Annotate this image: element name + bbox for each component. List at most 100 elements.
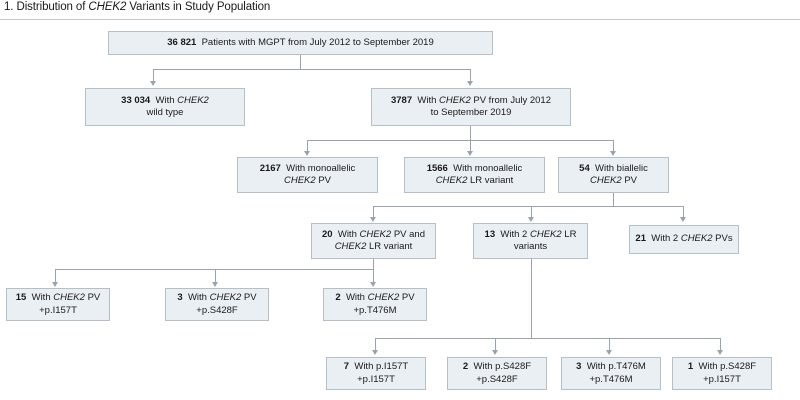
arrow-to-s428f-i157t	[717, 350, 723, 355]
node-s428f-plus-i157t-count: 1	[687, 361, 694, 372]
node-biallelic-pv-label: With biallelic	[595, 162, 648, 174]
node-two-pvs-label-pre: With 2	[651, 233, 681, 245]
node-s428f-plus-i157t-label: With p.S428F	[698, 361, 757, 372]
connector-l3-stem	[613, 193, 614, 206]
node-t476m-plus-t476m-label: With p.T476M	[586, 361, 646, 372]
node-pv-plus-t476m-label-pre: With	[345, 292, 368, 303]
connector-l4b-stem	[531, 259, 532, 338]
node-t476m-plus-t476m: 3 With p.T476M +p.T476M	[561, 357, 661, 390]
connector-l1-bus	[153, 69, 470, 70]
node-pv-plus-i157t-label-pre: With	[31, 292, 54, 303]
node-pv-plus-s428f-label-line2: +p.S428F	[196, 304, 238, 316]
node-monoallelic-lr-label-post: LR variant	[467, 175, 514, 186]
node-wildtype: 33 034 With CHEK2 wild type	[85, 88, 245, 126]
node-t476m-plus-t476m-count: 3	[576, 361, 582, 372]
connector-l4a-drop-mid	[215, 269, 216, 282]
connector-l3-drop-mid	[531, 206, 532, 217]
node-monoallelic-lr-gene: CHEK2	[435, 175, 468, 186]
arrow-to-biallelic	[610, 151, 616, 156]
node-pv-plus-i157t: 15 With CHEK2 PV +p.I157T	[6, 288, 110, 321]
connector-l2-drop-mid	[470, 140, 471, 151]
node-pv-plus-s428f-label-post: PV	[241, 292, 257, 303]
node-pv-cohort: 3787 With CHEK2 PV from July 2012 to Sep…	[371, 88, 571, 126]
node-monoallelic-pv-label: With monoallelic	[286, 162, 356, 174]
node-pv-plus-i157t-label-post: PV	[84, 292, 101, 303]
connector-l4a-stem	[373, 259, 374, 269]
node-pv-plus-i157t-count: 15	[15, 292, 27, 303]
node-two-lr-variants-label-pre: With 2	[500, 228, 530, 240]
node-s428f-plus-s428f-count: 2	[462, 361, 469, 372]
node-biallelic-pv-gene: CHEK2	[590, 175, 622, 186]
node-monoallelic-lr-label: With monoallelic	[453, 162, 523, 174]
node-s428f-plus-i157t-label-line2: +p.I157T	[703, 373, 741, 385]
node-pv-plus-t476m-gene: CHEK2	[367, 292, 400, 303]
arrow-to-pv-i157t	[52, 282, 58, 287]
node-pv-cohort-label-line2: to September 2019	[430, 107, 512, 118]
arrow-to-s428f-s428f	[492, 350, 498, 355]
node-pv-cohort-gene: CHEK2	[439, 94, 471, 106]
node-two-pvs-gene: CHEK2	[680, 233, 713, 245]
node-t476m-plus-t476m-label-line2: +p.T476M	[589, 373, 633, 385]
node-pv-and-lr-gene2: CHEK2	[334, 241, 367, 252]
arrow-to-two-lr	[528, 217, 534, 222]
arrow-to-mono-pv	[304, 151, 310, 156]
node-two-pvs: 21 With 2 CHEK2 PVs	[629, 225, 739, 254]
connector-l4b-drop-2	[495, 338, 496, 350]
arrow-to-wildtype	[150, 81, 156, 86]
node-monoallelic-lr: 1566 With monoallelic CHEK2 LR variant	[404, 157, 545, 193]
node-two-lr-variants-count: 13	[484, 228, 496, 240]
node-two-lr-variants-gene: CHEK2	[529, 228, 562, 240]
node-biallelic-pv-count: 54	[579, 162, 590, 174]
node-total-patients-count: 36 821	[167, 36, 197, 48]
connector-l3-drop-left	[373, 206, 374, 217]
node-i157t-plus-i157t-label-line2: +p.I157T	[357, 373, 395, 385]
arrow-to-mono-lr	[467, 151, 473, 156]
node-pv-cohort-label-post: PV from July 2012	[470, 94, 551, 106]
connector-l4b-drop-3	[609, 338, 610, 350]
connector-l2-drop-right	[613, 140, 614, 151]
node-two-pvs-label-post: PVs	[712, 233, 733, 245]
node-two-pvs-count: 21	[635, 233, 646, 245]
node-monoallelic-pv-gene: CHEK2	[284, 175, 316, 186]
node-pv-and-lr-label-pre: With	[337, 228, 360, 240]
connector-l4b-bus	[375, 338, 720, 339]
node-wildtype-label-line2: wild type	[146, 107, 184, 118]
node-pv-plus-s428f: 3 With CHEK2 PV +p.S428F	[165, 288, 269, 321]
arrow-to-t476m-t476m	[606, 350, 612, 355]
figure-title-prefix: 1. Distribution of	[4, 1, 89, 13]
figure-title-suffix: Variants in Study Population	[126, 1, 271, 13]
node-s428f-plus-s428f-label-line2: +p.S428F	[476, 373, 518, 385]
node-pv-plus-s428f-label-pre: With	[187, 292, 210, 303]
header-divider	[0, 19, 800, 20]
node-monoallelic-pv-label-post: PV	[315, 175, 331, 186]
node-s428f-plus-s428f: 2 With p.S428F +p.S428F	[447, 357, 547, 390]
arrow-to-two-pv	[680, 217, 686, 222]
connector-l4b-drop-4	[720, 338, 721, 350]
node-pv-plus-t476m: 2 With CHEK2 PV +p.T476M	[323, 288, 427, 321]
connector-l1-drop-left	[153, 69, 154, 81]
node-biallelic-pv: 54 With biallelic CHEK2 PV	[558, 157, 669, 193]
node-total-patients-label: Patients with MGPT from July 2012 to Sep…	[201, 36, 434, 48]
node-pv-plus-t476m-label-line2: +p.T476M	[353, 304, 397, 316]
node-pv-and-lr-label-post: PV and	[391, 228, 425, 240]
node-pv-cohort-count: 3787	[390, 94, 413, 106]
node-pv-plus-t476m-count: 2	[335, 292, 341, 303]
arrow-to-pv	[467, 81, 473, 86]
node-i157t-plus-i157t-label: With p.I157T	[354, 361, 409, 372]
connector-l2-drop-left	[307, 140, 308, 151]
node-wildtype-gene: CHEK2	[177, 94, 209, 106]
connector-l3-bus	[373, 206, 683, 207]
arrow-to-pv-s428f	[212, 282, 218, 287]
node-pv-cohort-label-pre: With	[417, 94, 440, 106]
connector-l4a-bus	[55, 269, 374, 270]
node-pv-and-lr: 20 With CHEK2 PV and CHEK2 LR variant	[311, 223, 436, 259]
node-two-lr-variants: 13 With 2 CHEK2 LR variants	[473, 223, 588, 259]
connector-l4b-drop-1	[375, 338, 376, 350]
node-s428f-plus-i157t: 1 With p.S428F +p.I157T	[672, 357, 772, 390]
node-two-lr-variants-label-post: LR	[561, 228, 577, 240]
node-monoallelic-lr-count: 1566	[426, 162, 448, 174]
connector-l1-drop-right	[470, 69, 471, 81]
node-pv-plus-s428f-count: 3	[177, 292, 183, 303]
node-pv-and-lr-count: 20	[322, 228, 333, 240]
connector-l2-bus	[307, 140, 613, 141]
